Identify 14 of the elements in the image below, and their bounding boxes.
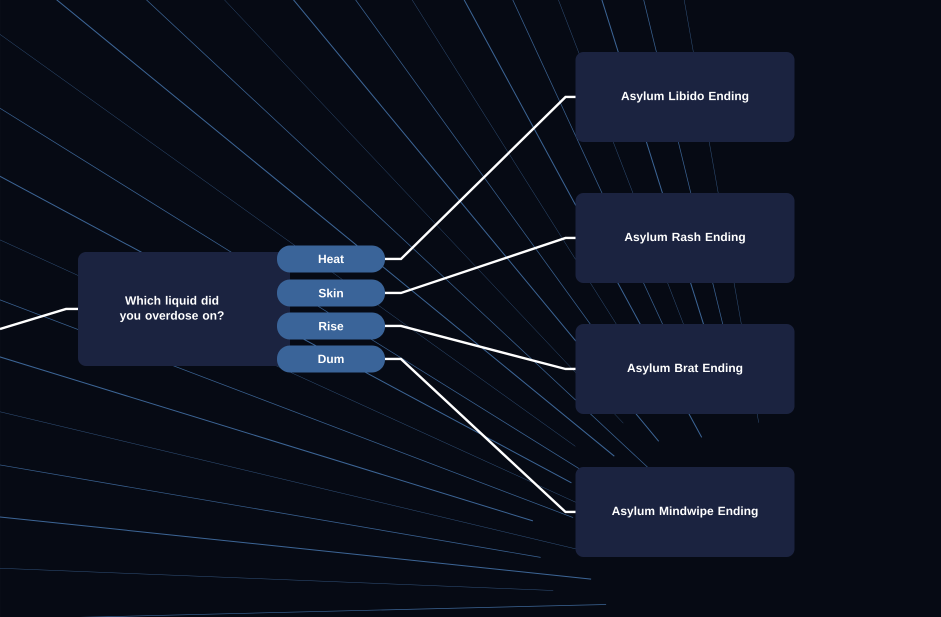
ending-box: Asylum Brat Ending <box>576 324 794 414</box>
connector-line <box>0 308 78 330</box>
option-pill: Rise <box>277 312 385 340</box>
connector-line <box>385 358 576 514</box>
connector-line <box>385 96 576 260</box>
question-box: Which liquid did you overdose on? <box>78 252 290 366</box>
ending-box: Asylum Rash Ending <box>576 192 794 283</box>
option-pill: Dum <box>277 345 385 372</box>
ending-box: Asylum Mindwipe Ending <box>576 466 794 557</box>
option-pill: Skin <box>277 279 385 306</box>
connector-line <box>385 324 576 370</box>
ending-box: Asylum Libido Ending <box>576 52 794 142</box>
option-pill: Heat <box>277 245 385 272</box>
connector-line <box>385 236 576 294</box>
